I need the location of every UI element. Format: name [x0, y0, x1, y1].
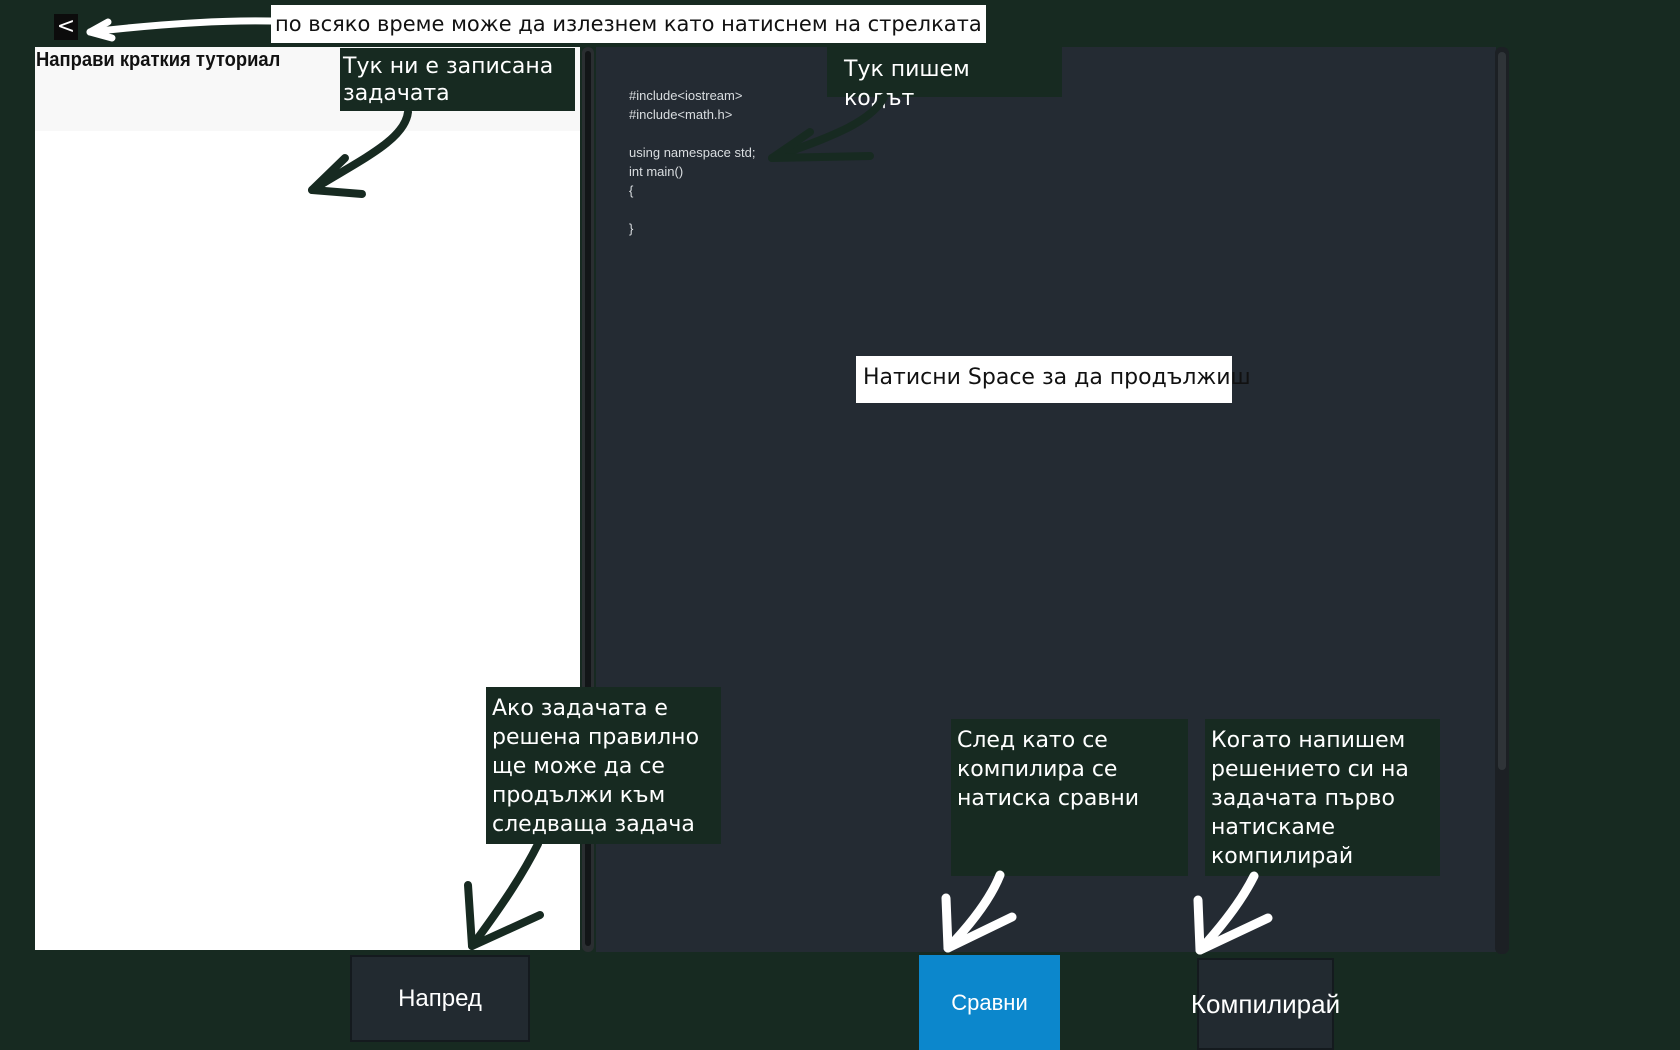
- editor-scrollbar-thumb[interactable]: [1498, 52, 1506, 770]
- compile-hint-callout: Когато напишем решението си на задачата …: [1205, 719, 1440, 876]
- compile-button[interactable]: Компилирай: [1191, 958, 1340, 1050]
- arrow-to-back-icon: [86, 17, 275, 42]
- back-arrow-button[interactable]: <: [54, 14, 78, 40]
- code-line: }: [629, 221, 634, 236]
- exit-tip-callout: по всяко време може да излезнем като нат…: [271, 5, 986, 43]
- next-button[interactable]: Напред: [350, 955, 530, 1042]
- compare-button[interactable]: Сравни: [919, 955, 1060, 1050]
- task-hint-callout: Тук ни е записана задачата: [340, 48, 575, 111]
- compare-hint-callout: След като се компилира се натиска сравни: [951, 719, 1188, 876]
- code-line: #include<math.h>: [629, 107, 733, 122]
- code-text[interactable]: #include<iostream> #include<math.h> usin…: [629, 86, 755, 238]
- task-panel-scrollbar-thumb[interactable]: [585, 51, 591, 946]
- task-title: Направи краткия туториал: [36, 49, 281, 71]
- code-hint-callout: Тук пишем кодът: [827, 47, 1062, 111]
- continue-hint-callout: Натисни Space за да продължиш: [856, 356, 1251, 403]
- code-line: {: [629, 183, 634, 198]
- code-line: using namespace std;: [629, 145, 756, 160]
- editor-scrollbar[interactable]: [1495, 47, 1509, 954]
- code-line: int main(): [629, 164, 684, 179]
- next-hint-callout: Ако задачата е решена правилно ще може д…: [486, 687, 721, 844]
- code-line: #include<iostream>: [629, 88, 743, 103]
